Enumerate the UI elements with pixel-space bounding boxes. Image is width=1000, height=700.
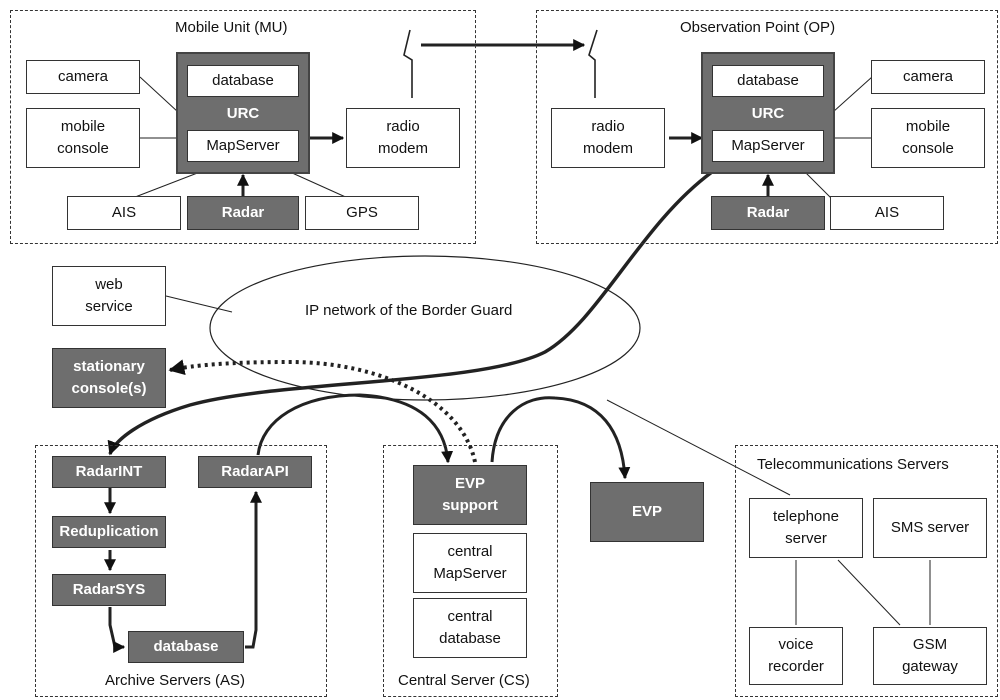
mu-urc-label: URC [226,105,260,122]
sms-server: SMS server [873,498,987,558]
archive-servers-group [35,445,327,697]
link-op-ais-urc [804,171,833,200]
central-database: central database [413,598,527,658]
link-mu-camera-urc [139,76,179,113]
stationary-consoles: stationary console(s) [52,348,166,408]
link-mu-ais-urc [129,171,201,200]
gsm-gateway: GSM gateway [873,627,987,685]
link-radarsys-database [108,607,126,653]
op-antenna [588,29,598,98]
ip-network-label: IP network of the Border Guard [305,302,513,319]
link-telephone-gsm [837,559,901,626]
op-camera: camera [871,60,985,94]
mu-camera: camera [26,60,140,94]
evp-support: EVP support [413,465,527,525]
central-mapserver: central MapServer [413,533,527,593]
evp: EVP [590,482,704,542]
as-database: database [128,631,244,663]
link-evp-support-stationary [168,359,477,463]
mu-radar: Radar [187,196,299,230]
mu-antenna [403,29,413,98]
link-database-radarapi [245,490,262,649]
archive-servers-title: Archive Servers (AS) [105,672,246,689]
mobile-unit-title: Mobile Unit (MU) [175,19,288,36]
op-urc-label: URC [751,105,785,122]
web-service: web service [52,266,166,326]
op-radar: Radar [711,196,825,230]
link-network-telecom [606,399,791,496]
link-op-camera-urc [832,76,873,113]
central-server-title: Central Server (CS) [398,672,530,689]
reduplication: Reduplication [52,516,166,548]
link-mu-gps-urc [289,171,351,200]
mu-radio-modem: radio modem [346,108,460,168]
link-radarapi-evp-support [256,393,454,464]
mu-database: database [187,65,299,97]
mu-mapserver: MapServer [187,130,299,162]
central-server-group [383,445,558,697]
voice-recorder: voice recorder [749,627,843,685]
observation-point-group [536,10,998,244]
radarint: RadarINT [52,456,166,488]
op-mapserver: MapServer [712,130,824,162]
op-ais: AIS [830,196,944,230]
op-database: database [712,65,824,97]
mu-gps: GPS [305,196,419,230]
telecom-servers-title: Telecommunications Servers [757,456,949,473]
telephone-server: telephone server [749,498,863,558]
op-mobile-console: mobile console [871,108,985,168]
mu-ais: AIS [67,196,181,230]
link-op-to-radarint [107,170,714,456]
radarapi: RadarAPI [198,456,312,488]
ip-network-ellipse [209,255,641,401]
telecom-servers-group [735,445,998,697]
link-web-network [165,295,233,313]
radarsys: RadarSYS [52,574,166,606]
op-radio-modem: radio modem [551,108,665,168]
mobile-unit-group [10,10,476,244]
observation-point-title: Observation Point (OP) [680,19,836,36]
mu-mobile-console: mobile console [26,108,140,168]
link-evp-support-evp [490,396,631,480]
